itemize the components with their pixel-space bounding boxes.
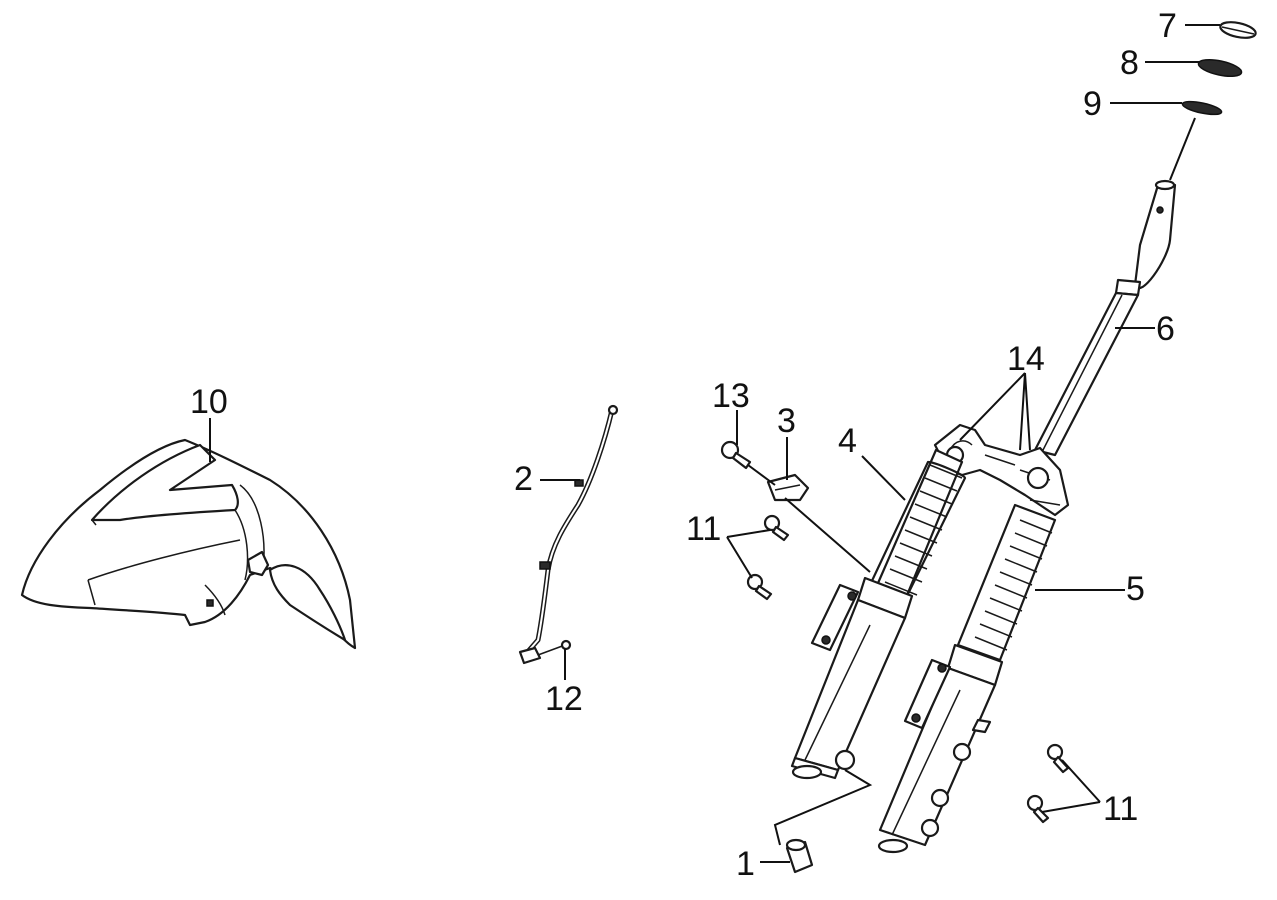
part-left-fork-leg (773, 448, 967, 846)
callout-11-left: 11 (686, 510, 721, 548)
part-top-nut (1219, 21, 1257, 39)
callout-6: 6 (1156, 310, 1175, 348)
callout-10: 10 (190, 383, 228, 421)
part-bolts-11-left (746, 514, 790, 601)
part-lock-nut (1197, 59, 1243, 77)
part-steering-stem (1033, 117, 1196, 457)
leader-lines (209, 24, 1220, 863)
part-bushing (785, 838, 814, 874)
callout-1: 1 (736, 845, 755, 883)
callout-11-right: 11 (1103, 790, 1138, 828)
callout-7: 7 (1158, 7, 1177, 45)
part-right-fork-leg (877, 503, 1057, 854)
part-front-fender (20, 438, 357, 650)
callout-labels: 1 2 3 4 5 6 7 8 9 10 11 11 12 13 14 (190, 7, 1177, 883)
callout-12: 12 (545, 680, 583, 718)
callout-2: 2 (514, 460, 533, 498)
callout-5: 5 (1126, 570, 1145, 608)
part-speedometer-cable (518, 404, 619, 665)
callout-4: 4 (838, 422, 857, 460)
callout-13: 13 (712, 377, 750, 415)
part-bolt-13 (720, 440, 776, 486)
part-cable-clamp (766, 473, 871, 573)
callout-8: 8 (1120, 44, 1139, 82)
callout-9: 9 (1083, 85, 1102, 123)
part-washer (1181, 100, 1223, 116)
callout-3: 3 (777, 402, 796, 440)
part-bolts-11-right (1026, 743, 1070, 824)
callout-14: 14 (1007, 340, 1045, 378)
